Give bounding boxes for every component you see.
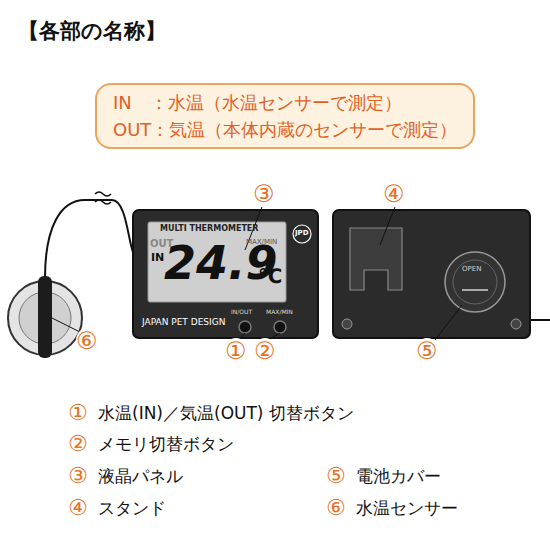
button-label: IN/OUT xyxy=(231,309,252,316)
battery-cover xyxy=(445,252,505,312)
callout-number: ② xyxy=(254,338,276,364)
part-name: 電池カバー xyxy=(356,467,441,486)
list-number: ② xyxy=(68,432,88,456)
battery-slot xyxy=(462,289,488,291)
list-number: ⑥ xyxy=(326,496,346,520)
list-number: ⑤ xyxy=(326,464,346,488)
list-number: ① xyxy=(68,401,88,425)
part-name: 液晶パネル xyxy=(98,467,183,486)
device-back xyxy=(333,210,530,338)
leader-lines xyxy=(52,207,462,340)
display-text: MULTI THERMOMETER xyxy=(160,225,259,234)
diagram-title: 【各部の名称】 xyxy=(18,20,166,43)
break-mark xyxy=(95,192,111,204)
lcd-panel xyxy=(148,222,286,302)
display-text: MAX/MIN xyxy=(246,239,277,247)
callout-number: ① xyxy=(225,338,247,364)
note-line: OUT：気温（本体内蔵のセンサーで測定） xyxy=(113,116,457,143)
brand-text: JAPAN PET DESIGN xyxy=(142,318,225,328)
callout-number: ⑥ xyxy=(76,328,98,354)
logo-mark xyxy=(293,225,311,243)
battery-cover-ring xyxy=(453,260,497,304)
note-line: IN ：水温（水温センサーで測定） xyxy=(113,89,457,116)
list-number: ④ xyxy=(68,496,88,520)
callout-number: ④ xyxy=(383,181,405,207)
display-unit: ℃ xyxy=(258,265,282,287)
stand xyxy=(350,228,402,290)
device-front xyxy=(133,210,318,338)
callout-number: ③ xyxy=(253,181,275,207)
screw xyxy=(342,319,352,329)
screw xyxy=(511,319,521,329)
list-number: ③ xyxy=(68,464,88,488)
sensor-wire xyxy=(45,200,133,278)
sensor-wire xyxy=(530,319,550,321)
display-text: IN xyxy=(151,252,164,264)
leader-line xyxy=(435,305,462,340)
cover-text: OPEN xyxy=(462,266,481,274)
leader-line xyxy=(52,318,80,332)
leader-line xyxy=(380,207,395,245)
switch-button xyxy=(239,321,251,333)
memory-button xyxy=(274,321,286,333)
note-box: IN ：水温（水温センサーで測定）OUT：気温（本体内蔵のセンサーで測定） xyxy=(95,83,475,149)
part-name: 水温センサー xyxy=(356,499,458,518)
logo-text: JPD xyxy=(295,230,309,238)
button-label: MAX/MIN xyxy=(266,309,293,316)
part-name: スタンド xyxy=(98,499,166,518)
callout-number: ⑤ xyxy=(416,338,438,364)
part-name: 水温(IN)／気温(OUT) 切替ボタン xyxy=(98,404,354,423)
sensor-probe xyxy=(38,276,52,358)
part-name: メモリ切替ボタン xyxy=(98,435,234,454)
